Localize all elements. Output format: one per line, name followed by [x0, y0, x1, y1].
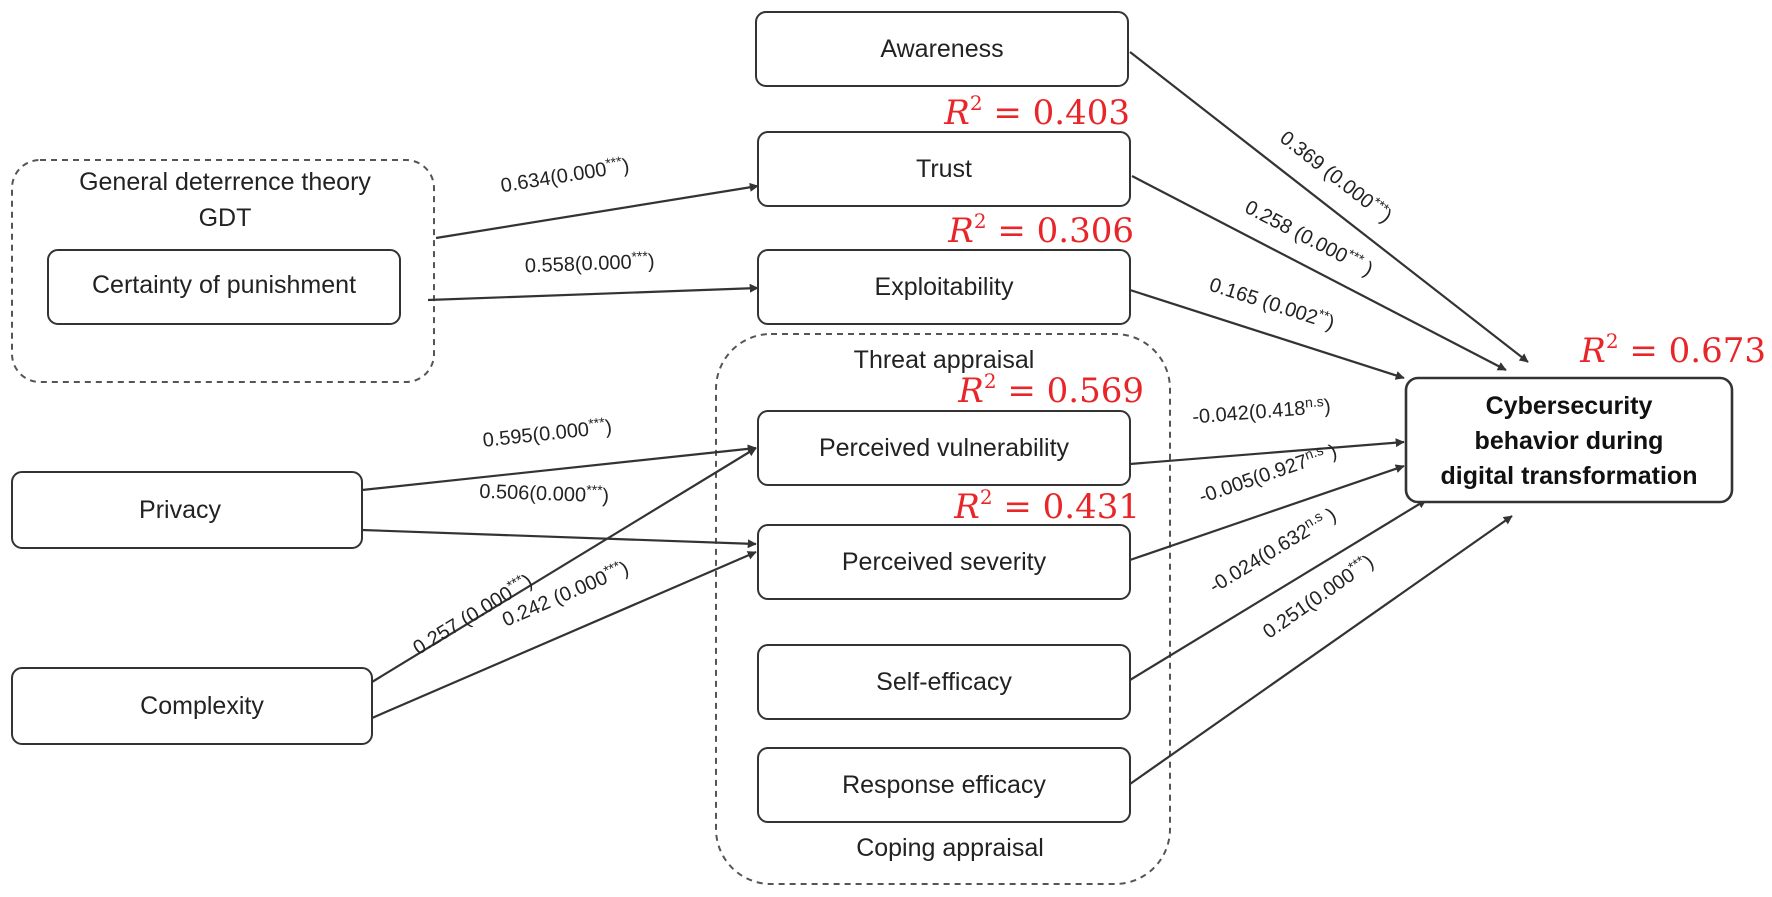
arrow-vulnerability-outcome: [1129, 438, 1405, 466]
arrow-complexity-vulnerability: [371, 447, 757, 683]
arrow-complexity-severity: [371, 550, 757, 720]
outcome-label-line1: Cybersecurity: [1486, 392, 1653, 420]
arrow-awareness-outcome: [1129, 51, 1529, 363]
outcome-label-line2: behavior during: [1475, 427, 1664, 455]
coef-vulnerability-outcome: -0.042(0.418n.s): [1191, 393, 1331, 429]
svg-text:Perceived severity: Perceived severity: [842, 548, 1047, 576]
svg-text:Complexity: Complexity: [140, 692, 264, 720]
arrow-exploitability-outcome: [1129, 288, 1405, 380]
arrow-privacy-severity: [361, 528, 757, 549]
coef-privacy-severity: 0.506(0.000***): [479, 478, 610, 508]
node-cybersecurity-behavior: Cybersecurity behavior during digital tr…: [1404, 376, 1734, 504]
node-trust: Trust: [757, 131, 1131, 207]
arrow-gdt-trust: [435, 182, 759, 240]
node-awareness: Awareness: [755, 11, 1129, 87]
r2-exploitability: R2 = 0.306: [947, 209, 1134, 251]
threat-appraisal-label: Threat appraisal: [854, 346, 1035, 374]
arrow-privacy-vulnerability: [361, 444, 757, 492]
r2-severity: R2 = 0.431: [953, 485, 1140, 527]
arrow-response_efficacy-outcome: [1129, 515, 1513, 785]
outcome-label-line3: digital transformation: [1441, 462, 1698, 490]
coef-gdt-trust: 0.634(0.000***): [499, 152, 631, 197]
r2-vulnerability: R2 = 0.569: [957, 369, 1144, 411]
r2-trust: R2 = 0.403: [943, 91, 1130, 133]
gdt-group-label-line1: General deterrence theory: [79, 168, 371, 196]
svg-text:Privacy: Privacy: [139, 496, 221, 524]
svg-text:Self-efficacy: Self-efficacy: [876, 668, 1012, 696]
node-complexity: Complexity: [11, 667, 373, 745]
node-perceived-severity: Perceived severity: [757, 524, 1131, 600]
gdt-group-label-line2: GDT: [199, 204, 252, 232]
gdt-group: [11, 159, 435, 383]
r2-outcome: R2 = 0.673: [1579, 329, 1766, 371]
arrow-trust-outcome: [1131, 175, 1507, 371]
node-perceived-vulnerability: Perceived vulnerability: [757, 410, 1131, 486]
coef-response_efficacy-outcome: 0.251(0.000***): [1257, 548, 1378, 643]
node-privacy: Privacy: [11, 471, 363, 549]
svg-text:Perceived vulnerability: Perceived vulnerability: [819, 434, 1070, 462]
svg-text:Awareness: Awareness: [880, 35, 1003, 63]
coping-appraisal-label: Coping appraisal: [856, 834, 1044, 862]
coef-severity-outcome: -0.005(0.927n.s ): [1195, 438, 1340, 508]
svg-text:Response efficacy: Response efficacy: [842, 771, 1046, 799]
r-squared-labels: R2 = 0.403 R2 = 0.306 R2 = 0.569 R2 = 0.431…: [943, 91, 1766, 527]
arrow-severity-outcome: [1129, 464, 1405, 562]
coef-gdt-exploitability: 0.558(0.000***): [524, 248, 655, 278]
node-response-efficacy: Response efficacy: [757, 747, 1131, 823]
arrow-self_efficacy-outcome: [1129, 499, 1427, 681]
node-exploitability: Exploitability: [757, 249, 1131, 325]
svg-text:Trust: Trust: [916, 155, 972, 183]
svg-text:Certainty of punishment: Certainty of punishment: [92, 271, 356, 299]
arrow-gdt-exploitability: [427, 283, 759, 302]
path-arrows: [361, 51, 1529, 785]
svg-text:Exploitability: Exploitability: [875, 273, 1014, 301]
node-self-efficacy: Self-efficacy: [757, 644, 1131, 720]
coef-privacy-vulnerability: 0.595(0.000***): [481, 413, 613, 452]
node-certainty-of-punishment: Certainty of punishment: [47, 249, 401, 325]
appraisal-group: [715, 333, 1171, 885]
coef-exploitability-outcome: 0.165 (0.002**): [1207, 271, 1338, 335]
